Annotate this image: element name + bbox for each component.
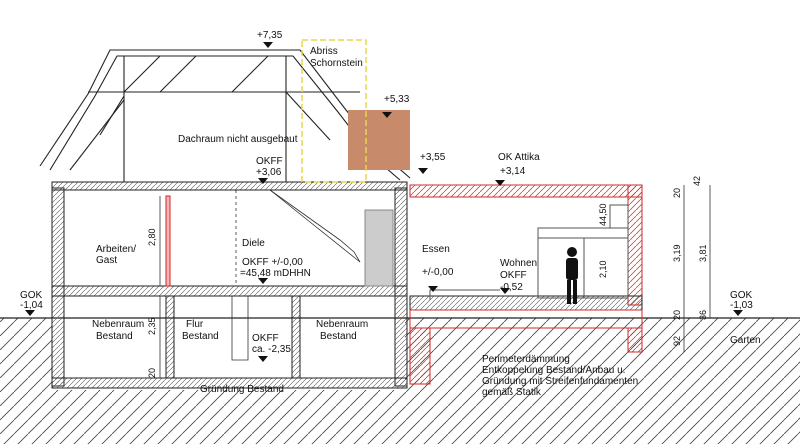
dim-ext-floor-36: 36	[698, 310, 708, 320]
staircase	[231, 189, 361, 361]
dim-door-head: 44,50	[598, 203, 608, 226]
notes: Abriss Schornstein Gründung Bestand Peri…	[200, 46, 638, 398]
living-room: Wohnen	[500, 258, 537, 269]
garden-label: Garten	[730, 335, 761, 346]
dimension-labels: 2,80 2,35 20 20 42 3,19 3,81 20 36 92 44…	[147, 176, 708, 378]
gok-right: GOK	[730, 290, 753, 301]
eave-level: +3,55	[420, 152, 446, 163]
dim-basement: 2,35	[147, 317, 157, 335]
okff-living: OKFF	[500, 270, 527, 281]
dim-ext-floor-20: 20	[672, 310, 682, 320]
gok-left-value: -1,04	[20, 300, 43, 311]
basement-left-1: Nebenraum	[92, 319, 144, 330]
perimeter-note-2: Entkoppelung Bestand/Anbau u.	[482, 365, 625, 376]
basement-right-1: Nebenraum	[316, 319, 368, 330]
chimney-note-2: Schornstein	[310, 58, 363, 69]
roof-structure	[39, 49, 411, 183]
person-silhouette	[566, 247, 578, 304]
perimeter-note-4: gemäß Statik	[482, 387, 542, 398]
work-room-1: Arbeiten/	[96, 244, 136, 255]
corridor-1: Flur	[186, 319, 204, 330]
okff-upper-value: +3,06	[256, 167, 282, 178]
attic-label: OK Attika	[498, 152, 540, 163]
foundation-note: Gründung Bestand	[200, 384, 284, 395]
okff-upper: OKFF	[256, 156, 283, 167]
dining-level: +/-0,00	[422, 267, 454, 278]
dim-ext-total: 3,81	[698, 244, 708, 262]
perimeter-note-3: Gründung mit Streifenfundamenten	[482, 376, 638, 387]
dim-ext-clear: 3,19	[672, 244, 682, 262]
attic-room: Dachraum nicht ausgebaut	[178, 134, 298, 145]
dim-ext-found: 92	[672, 336, 682, 346]
level-labels: +7,35 +5,33 +3,55 OK Attika +3,14 GOK -1…	[20, 30, 753, 311]
extension	[409, 184, 643, 385]
existing-walls	[51, 181, 408, 389]
basement-right-2: Bestand	[320, 331, 357, 342]
chimney	[301, 39, 410, 183]
gok-left: GOK	[20, 290, 43, 301]
okff-living-value: -0,52	[500, 282, 523, 293]
room-labels: Dachraum nicht ausgebaut Arbeiten/ Gast …	[92, 134, 761, 346]
work-room-2: Gast	[96, 255, 117, 266]
okff-basement-value: ca. -2,35	[252, 344, 291, 355]
floor-level-labels: OKFF +3,06 OKFF +/-0,00 =45,48 mDHHN +/-…	[240, 156, 527, 355]
okff-ground-2: =45,48 mDHHN	[240, 268, 311, 279]
dim-slab: 20	[147, 368, 157, 378]
okff-ground-1: OKFF +/-0,00	[242, 257, 303, 268]
ridge-level: +7,35	[257, 30, 283, 41]
chimney-note-1: Abriss	[310, 46, 338, 57]
dim-ext-top: 20	[672, 188, 682, 198]
level-markers	[25, 42, 743, 362]
okff-basement: OKFF	[252, 333, 279, 344]
chimney-level: +5,33	[384, 94, 410, 105]
attic-value: +3,14	[500, 166, 526, 177]
perimeter-note-1: Perimeterdämmung	[482, 354, 570, 365]
hall-room: Diele	[242, 238, 265, 249]
basement-left-2: Bestand	[96, 331, 133, 342]
corridor-2: Bestand	[182, 331, 219, 342]
dim-ext-roof: 42	[692, 176, 702, 186]
dim-door-height: 2,10	[598, 260, 608, 278]
dim-upper: 2,80	[147, 228, 157, 246]
dimension-lines	[159, 185, 711, 378]
dining-room: Essen	[422, 244, 450, 255]
gok-right-value: -1,03	[730, 300, 753, 311]
